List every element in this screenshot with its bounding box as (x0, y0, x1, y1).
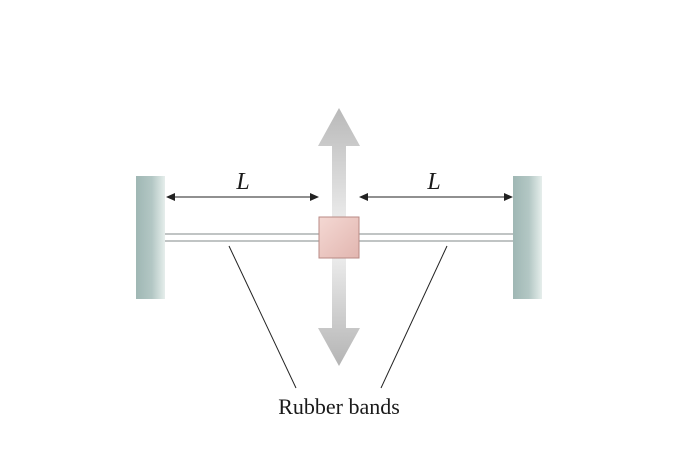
right-wall (513, 176, 542, 299)
left-length-label: L (235, 169, 249, 195)
left-wall (136, 176, 165, 299)
right-leader-line (380, 245, 448, 389)
left-rubber-band (165, 233, 319, 242)
down-arrow (318, 258, 360, 366)
up-arrow (318, 108, 360, 220)
rubber-bands-caption: Rubber bands (278, 394, 400, 419)
right-length-label: L (426, 169, 440, 195)
mass-block (318, 216, 360, 259)
right-rubber-band (359, 233, 513, 242)
left-leader-line (228, 245, 297, 389)
